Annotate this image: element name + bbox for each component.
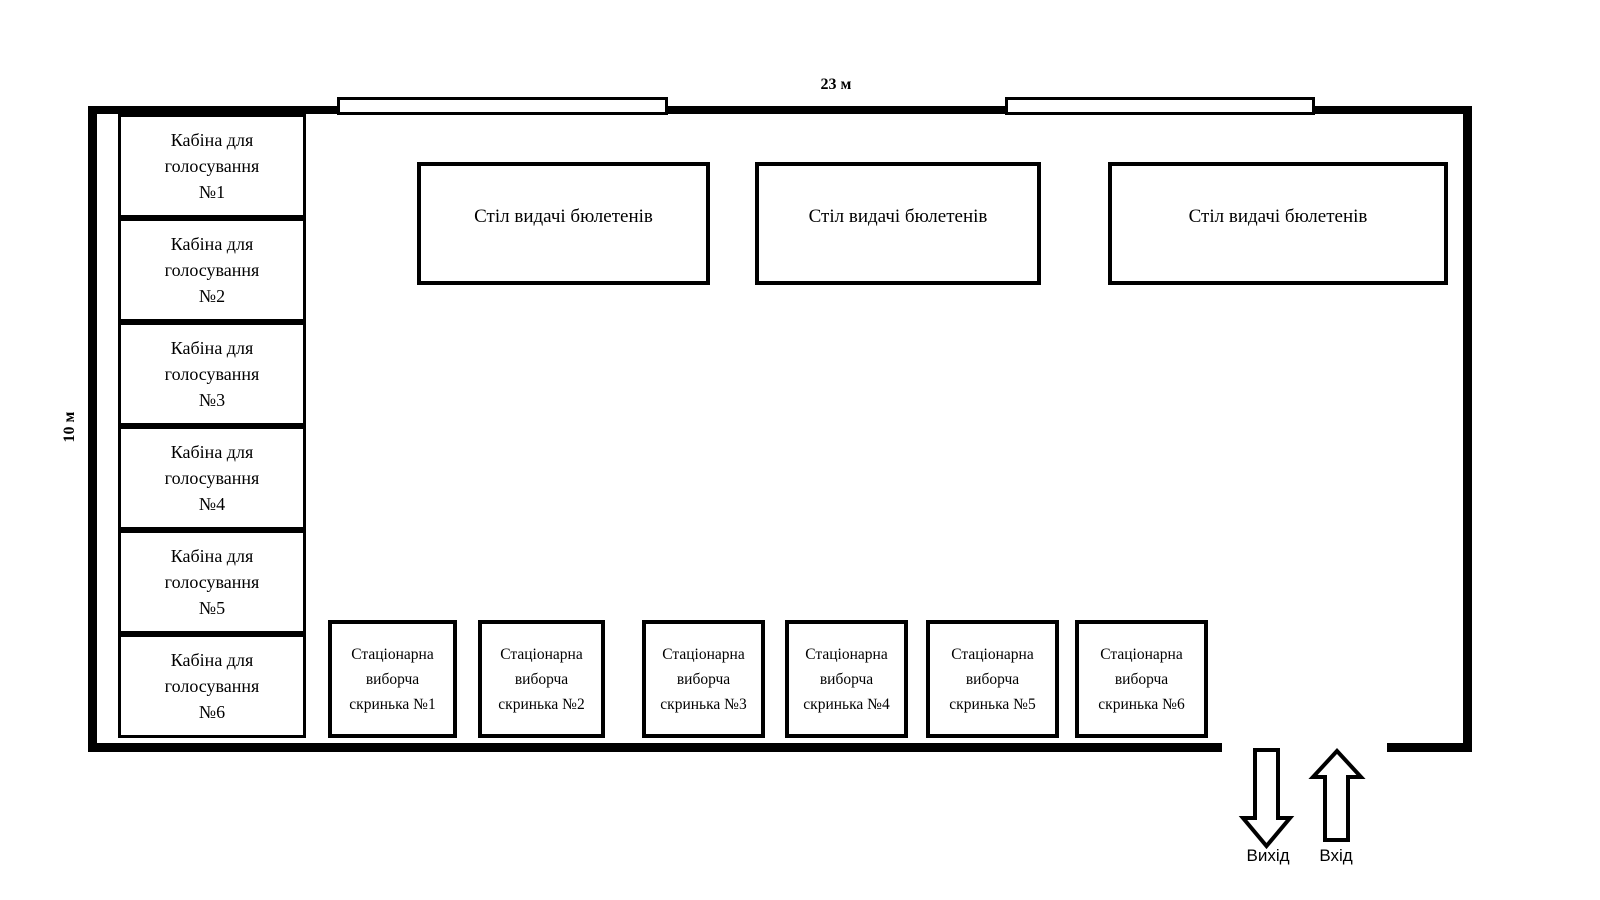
voting-booth-2: Кабіна для голосування №2 <box>118 218 306 322</box>
room-width-dimension-label: 23 м <box>820 76 852 93</box>
room-wall-top <box>88 106 1472 114</box>
voting-booth-5: Кабіна для голосування №5 <box>118 530 306 634</box>
ballot-issue-table-3: Стіл видачі бюлетенів <box>1108 162 1448 285</box>
entrance-label: Вхід <box>1319 846 1353 865</box>
window-right <box>1005 97 1315 115</box>
ballot-box-6: Стаціонарна виборча скринька №6 <box>1075 620 1208 738</box>
ballot-box-2: Стаціонарна виборча скринька №2 <box>478 620 605 738</box>
room-wall-bottom-right-segment <box>1387 743 1472 752</box>
ballot-issue-table-1: Стіл видачі бюлетенів <box>417 162 710 285</box>
room-wall-right <box>1463 106 1472 752</box>
room-height-dimension-label: 10 м <box>61 411 78 443</box>
voting-booth-4: Кабіна для голосування №4 <box>118 426 306 530</box>
exit-arrow-icon <box>1238 748 1295 850</box>
room-wall-left <box>88 106 97 752</box>
ballot-box-4: Стаціонарна виборча скринька №4 <box>785 620 908 738</box>
entrance-arrow-icon <box>1308 748 1366 842</box>
ballot-box-3: Стаціонарна виборча скринька №3 <box>642 620 765 738</box>
room-wall-bottom-left-segment <box>88 743 1222 752</box>
ballot-box-5: Стаціонарна виборча скринька №5 <box>926 620 1059 738</box>
voting-booth-6: Кабіна для голосування №6 <box>118 634 306 738</box>
window-left <box>337 97 668 115</box>
exit-label: Вихід <box>1246 846 1290 865</box>
ballot-box-1: Стаціонарна виборча скринька №1 <box>328 620 457 738</box>
ballot-issue-table-2: Стіл видачі бюлетенів <box>755 162 1041 285</box>
voting-booth-3: Кабіна для голосування №3 <box>118 322 306 426</box>
voting-booth-1: Кабіна для голосування №1 <box>118 114 306 218</box>
